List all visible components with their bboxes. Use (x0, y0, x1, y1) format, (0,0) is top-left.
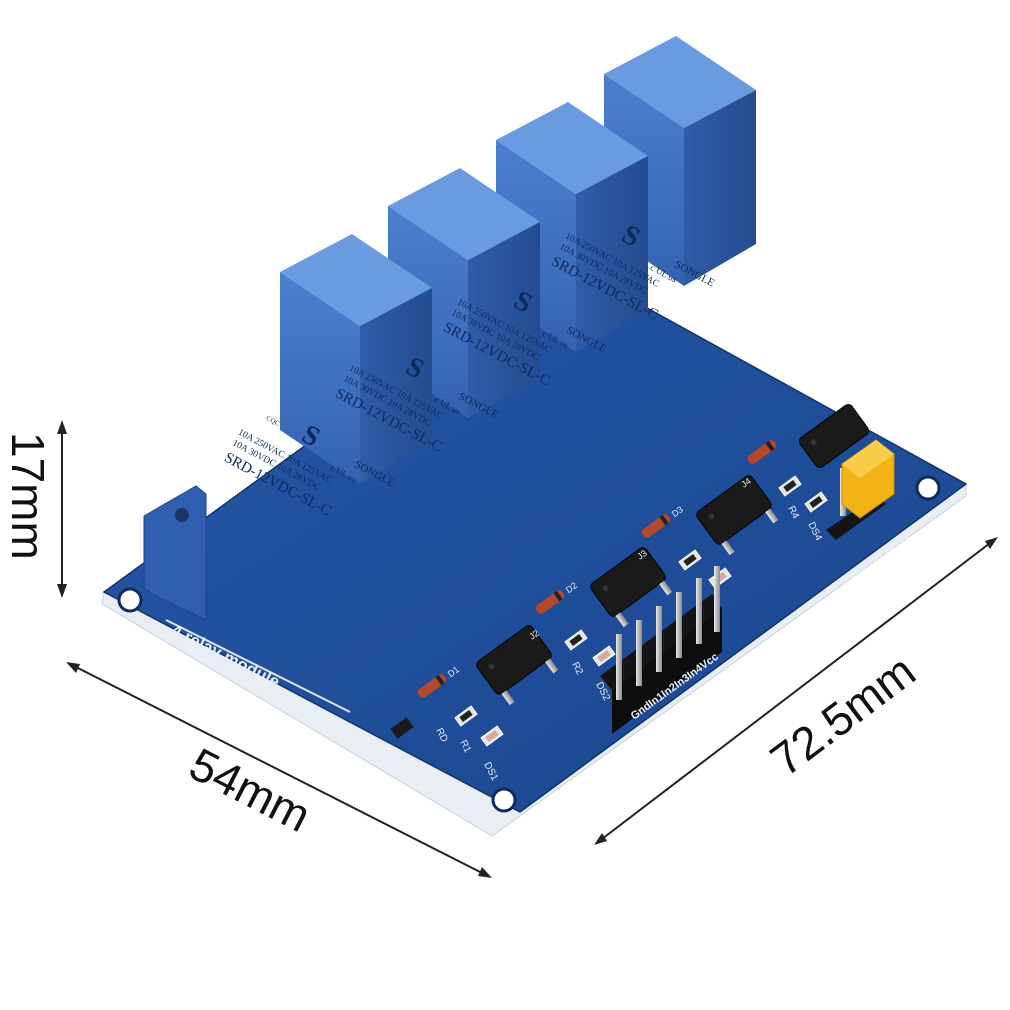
silkscreen-line (165, 619, 351, 713)
arrow-left-icon (66, 662, 80, 673)
led-center (809, 496, 823, 508)
mounting-hole (117, 587, 143, 613)
arrow-down-icon (57, 584, 67, 598)
optocoupler-1 (476, 625, 559, 706)
resistor-center (683, 554, 697, 566)
mounting-holes (117, 475, 941, 813)
header-pin[interactable] (636, 620, 642, 686)
jumper-pad-labels: J2 J3 J4 (527, 476, 753, 642)
optocoupler-pin (721, 540, 735, 556)
height-dimension: 17mm (2, 420, 67, 598)
arrow-up-icon (57, 420, 67, 434)
optocoupler-4 (799, 404, 869, 468)
pin1-dot-icon (810, 439, 817, 446)
width-dimension-label: 54mm (181, 738, 318, 842)
resistor-center (459, 710, 473, 722)
optocoupler-pin (545, 658, 559, 674)
resistor-label: R4 (785, 504, 801, 521)
pin1-dot-icon (488, 663, 495, 670)
arrow-right-icon (478, 867, 492, 878)
optocoupler-body (476, 625, 552, 695)
header-side (612, 608, 722, 734)
optocoupler-pin (659, 580, 673, 596)
arrow-left-icon (594, 833, 607, 845)
optocoupler-body (799, 404, 869, 468)
mounting-hole (915, 475, 941, 501)
relay-1 (280, 234, 432, 484)
optocoupler-body (590, 547, 666, 617)
length-dimension-label: 72.5mm (761, 644, 925, 786)
header-pins (616, 566, 720, 700)
transistor (390, 717, 414, 739)
diode-d4 (747, 440, 777, 464)
led-ds2 (592, 645, 616, 667)
led-center (485, 730, 499, 742)
transistor-body (390, 717, 414, 739)
header-pin[interactable] (676, 592, 682, 658)
resistor-center (783, 480, 797, 492)
relay-top (280, 234, 432, 326)
relay-side (576, 156, 648, 352)
relay-front (280, 272, 360, 484)
pad-label: J4 (739, 476, 753, 490)
resistor-r4 (778, 475, 802, 497)
relay-side (684, 90, 756, 286)
resistor-label: R2 (569, 660, 585, 677)
pad-label: J3 (635, 548, 649, 562)
optocouplers (476, 404, 869, 706)
optocoupler-2 (590, 547, 673, 628)
pin1-dot-icon (708, 513, 715, 520)
pad-label: J2 (527, 628, 541, 642)
led-ds4 (804, 491, 828, 513)
header-pin[interactable] (656, 606, 662, 672)
width-dimension-line (69, 663, 489, 877)
diode-band (765, 440, 775, 452)
relay-side (360, 288, 432, 484)
relay-row (143, 36, 756, 621)
height-dimension-label: 17mm (2, 432, 54, 560)
resistor-r3 (678, 549, 702, 571)
relay-top (388, 168, 540, 260)
arrow-right-icon (985, 537, 998, 549)
diode-band (435, 674, 445, 686)
cqc-mark: CQC (265, 414, 282, 428)
led-center (597, 650, 611, 662)
jumper-cap-top (842, 440, 894, 478)
terminal-body (143, 485, 207, 621)
relay-side (468, 222, 540, 418)
resistor-label: R1 (457, 738, 473, 755)
resistor-center (569, 634, 583, 646)
optocoupler-pin (501, 690, 515, 706)
optocoupler-3 (696, 475, 779, 556)
optocoupler-pin (615, 612, 629, 628)
diode-band (553, 590, 563, 602)
resistor-r1 (454, 705, 478, 727)
optocoupler-pin (765, 508, 779, 524)
pcb-board: 4 relay module (101, 259, 968, 837)
optocoupler-body (696, 475, 772, 545)
pin1-dot-icon (602, 585, 609, 592)
header-pin[interactable] (714, 566, 720, 632)
diode-d3: D3 (641, 504, 685, 538)
mounting-hole (491, 787, 517, 813)
terminal-screw-icon (175, 508, 189, 522)
resistor-r2 (564, 629, 588, 651)
led-ds1 (480, 725, 504, 747)
header-pin[interactable] (696, 578, 702, 644)
jumper-cap[interactable] (841, 439, 895, 519)
header-pin[interactable] (616, 634, 622, 700)
length-dimension-line (597, 539, 995, 843)
relay-top (604, 36, 756, 128)
relay-top (496, 102, 648, 194)
diodes: D1 D2 D3 (417, 440, 777, 698)
diode-band (659, 514, 669, 526)
screw-terminal (143, 485, 207, 621)
